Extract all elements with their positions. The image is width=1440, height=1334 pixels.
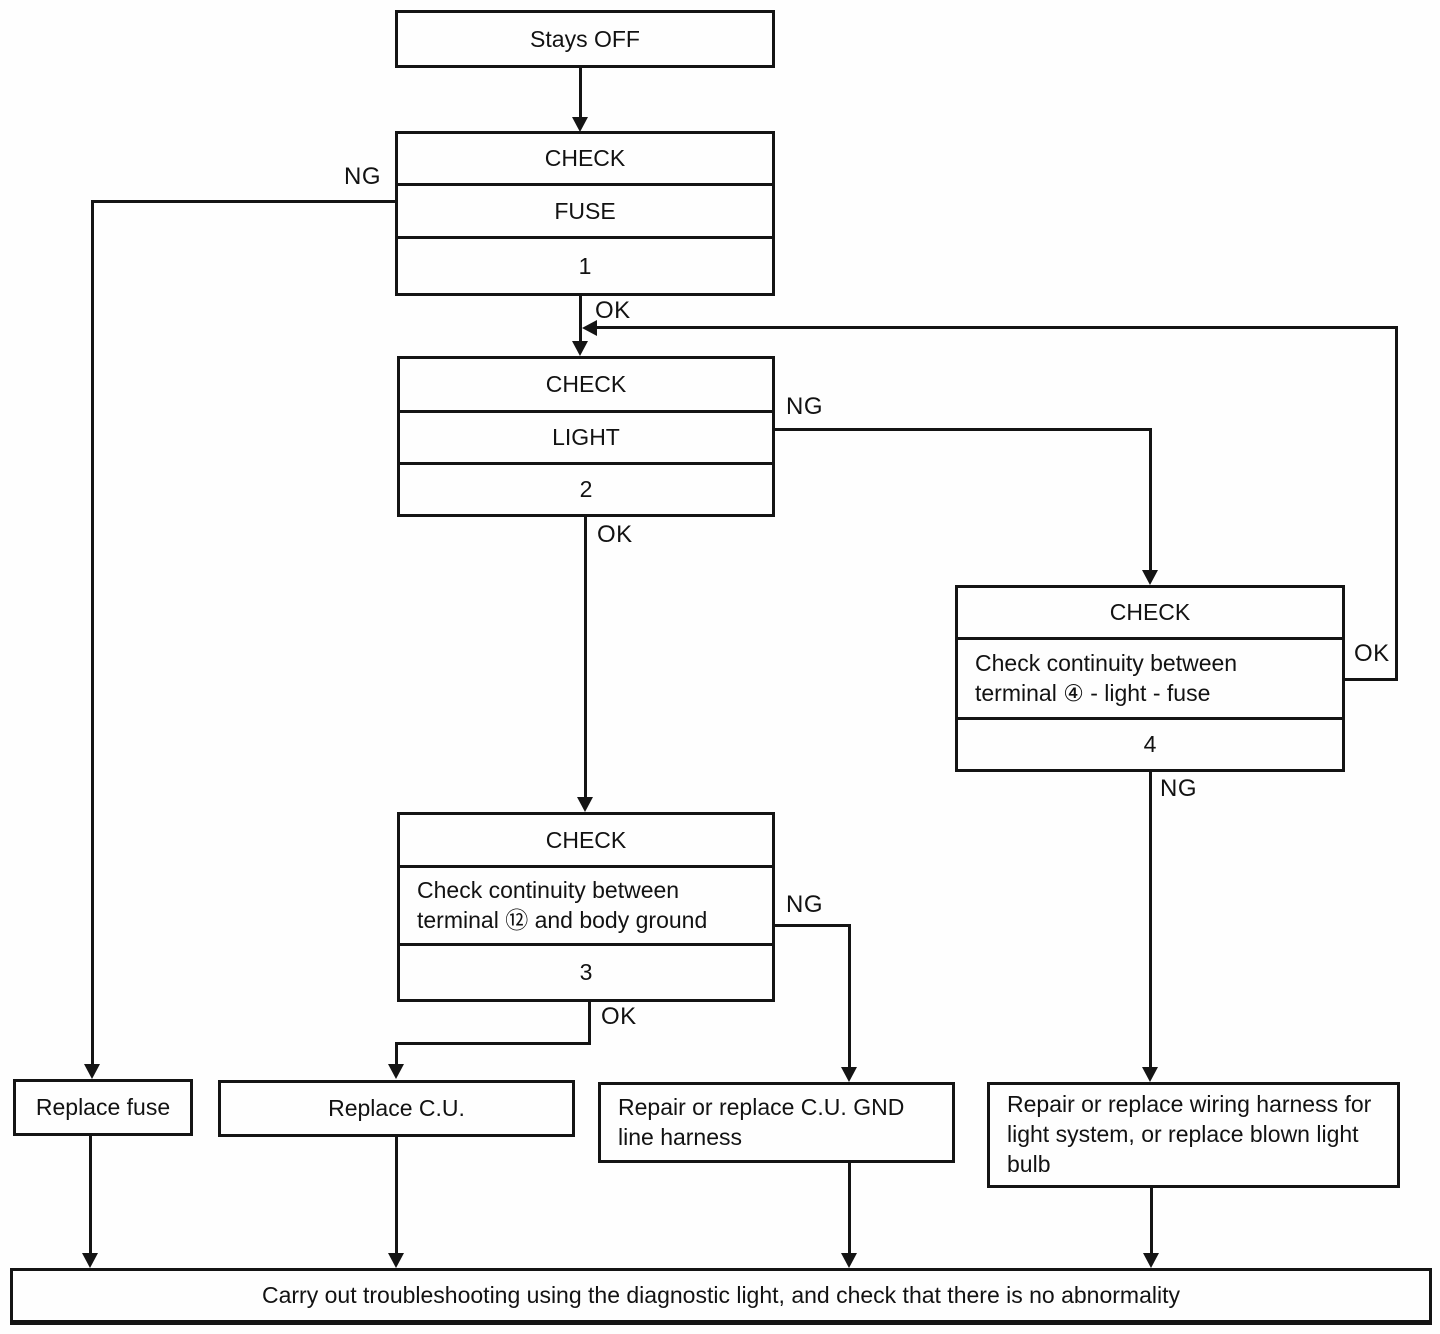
start-box: Stays OFF: [395, 10, 775, 68]
check-1-description: FUSE: [395, 183, 775, 239]
edge-label-check1-ok: OK: [595, 297, 631, 324]
edge-label-check4-ng: NG: [1160, 775, 1197, 802]
check-box-4: CHECK Check continuity between terminal …: [955, 585, 1345, 772]
check-4-description: Check continuity between terminal ④ - li…: [955, 637, 1345, 720]
arrowhead-check3-ok: [388, 1064, 404, 1079]
check-box-3: CHECK Check continuity between terminal …: [397, 812, 775, 1002]
edge-label-check2-ok: OK: [597, 521, 633, 548]
connector-check4-ok-return-horizontal: [597, 326, 1398, 329]
arrowhead-check2-ng: [1142, 570, 1158, 585]
arrowhead-check4-ok-return: [582, 320, 597, 336]
connector-check1-ok-vertical: [579, 296, 582, 342]
connector-check1-ng-vertical: [91, 200, 94, 1066]
edge-label-check4-ok: OK: [1354, 640, 1390, 667]
check-3-header: CHECK: [397, 812, 775, 868]
check-box-1: CHECK FUSE 1: [395, 131, 775, 296]
edge-label-check3-ng: NG: [786, 891, 823, 918]
connector-cu-gnd-to-final: [848, 1163, 851, 1253]
check-1-header: CHECK: [395, 131, 775, 186]
check-3-description: Check continuity between terminal ⑫ and …: [397, 865, 775, 946]
connector-check3-ok-vertical1: [588, 1002, 591, 1045]
connector-check4-ok-return-vertical: [1395, 326, 1398, 681]
connector-check3-ng-horizontal: [775, 924, 851, 927]
connector-check1-ng-horizontal: [91, 200, 395, 203]
action-replace-fuse: Replace fuse: [13, 1079, 193, 1136]
connector-wiring-to-final: [1150, 1188, 1153, 1253]
connector-check2-ng-vertical: [1149, 428, 1152, 570]
arrowhead-replace-cu-to-final: [388, 1253, 404, 1268]
action-replace-cu: Replace C.U.: [218, 1080, 575, 1137]
check-4-header: CHECK: [955, 585, 1345, 640]
check-2-header: CHECK: [397, 356, 775, 413]
arrowhead-check3-ng: [841, 1067, 857, 1082]
check-1-number: 1: [395, 236, 775, 296]
connector-check3-ok-vertical2: [395, 1042, 398, 1065]
connector-check2-ok-vertical: [584, 517, 587, 797]
action-repair-cu-gnd-harness: Repair or replace C.U. GND line harness: [598, 1082, 955, 1163]
start-box-label: Stays OFF: [530, 25, 640, 52]
edge-label-check3-ok: OK: [601, 1003, 637, 1030]
arrowhead-check1-ok: [572, 341, 588, 356]
check-2-number: 2: [397, 462, 775, 517]
edge-label-check2-ng: NG: [786, 393, 823, 420]
edge-label-check1-ng: NG: [344, 163, 381, 190]
check-box-2: CHECK LIGHT 2: [397, 356, 775, 517]
arrowhead-replace-fuse-to-final: [82, 1253, 98, 1268]
connector-start-to-check1: [579, 67, 582, 118]
connector-check4-ok-stub: [1345, 678, 1398, 681]
check-2-description: LIGHT: [397, 410, 775, 465]
check-4-number: 4: [955, 717, 1345, 772]
action-repair-wiring-harness: Repair or replace wiring harness for lig…: [987, 1082, 1400, 1188]
connector-check3-ng-vertical: [848, 924, 851, 1067]
connector-check2-ng-horizontal: [775, 428, 1152, 431]
connector-replace-fuse-to-final: [89, 1135, 92, 1253]
arrowhead-wiring-to-final: [1143, 1253, 1159, 1268]
arrowhead-start-to-check1: [572, 117, 588, 132]
arrowhead-check2-ok: [577, 797, 593, 812]
connector-replace-cu-to-final: [395, 1137, 398, 1253]
arrowhead-check4-ng: [1142, 1067, 1158, 1082]
connector-check3-ok-horizontal: [395, 1042, 591, 1045]
final-instruction-box: Carry out troubleshooting using the diag…: [10, 1268, 1432, 1325]
arrowhead-cu-gnd-to-final: [841, 1253, 857, 1268]
arrowhead-check1-ng: [84, 1064, 100, 1079]
check-3-number: 3: [397, 943, 775, 1002]
connector-check4-ng-vertical: [1149, 772, 1152, 1067]
